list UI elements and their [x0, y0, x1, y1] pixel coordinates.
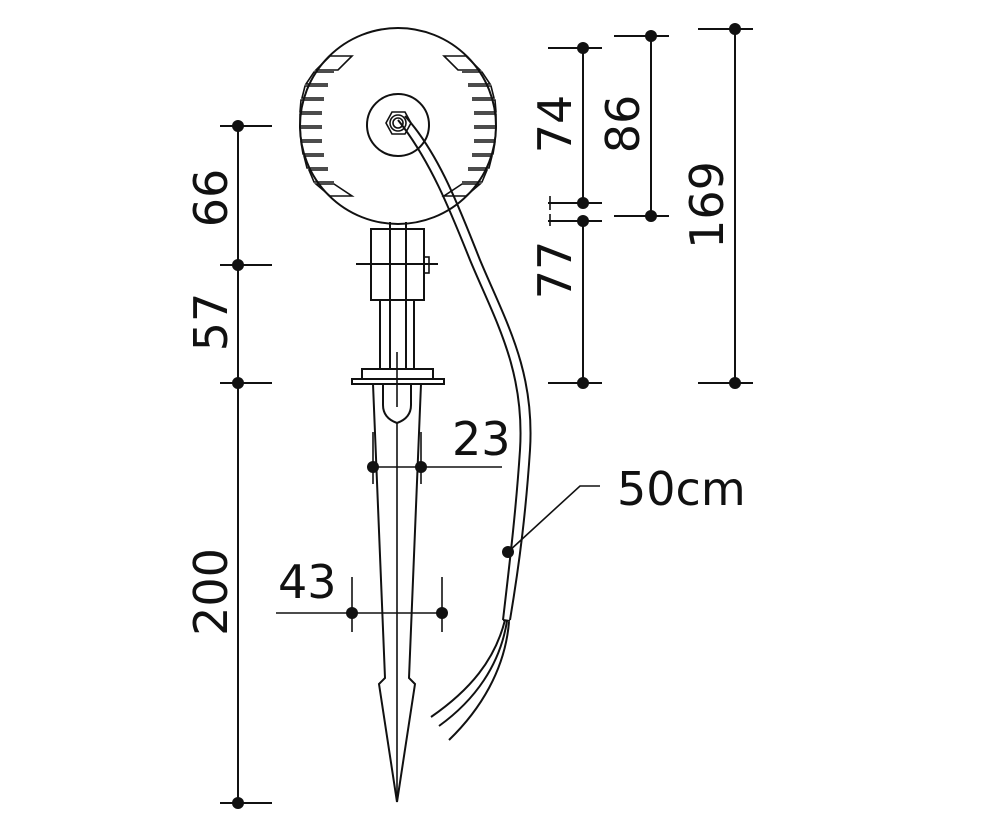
dim-label-23: 23 [452, 412, 511, 466]
lamp-head [299, 27, 497, 225]
left-cooling-fins [299, 55, 355, 197]
power-cable [397, 115, 532, 741]
dim-label-200: 200 [184, 548, 238, 636]
gland-nut-icon [385, 111, 412, 135]
dim-label-169: 169 [680, 161, 734, 249]
dim-label-86: 86 [596, 95, 650, 154]
ground-spike [372, 383, 422, 803]
mounting-bracket [356, 222, 438, 407]
dim-label-66: 66 [184, 169, 238, 228]
dimension-23: 23 [367, 412, 511, 473]
flange [351, 368, 445, 385]
dimension-43: 43 [276, 555, 448, 632]
right-dimension-169: 169 [680, 23, 753, 389]
left-dimension-chain: 66 57 200 [184, 120, 272, 809]
dim-label-57: 57 [184, 293, 238, 352]
cable-length-callout: 50cm [502, 462, 746, 558]
cable-gland-ring [366, 93, 430, 157]
dim-label-43: 43 [278, 555, 337, 609]
cable-length-label: 50cm [617, 462, 746, 516]
right-cooling-fins [441, 55, 497, 197]
dim-label-77: 77 [528, 241, 582, 300]
right-dimension-86: 86 [596, 30, 669, 222]
right-dimension-74-77: 74 77 [528, 42, 602, 389]
dim-label-74: 74 [528, 95, 582, 154]
